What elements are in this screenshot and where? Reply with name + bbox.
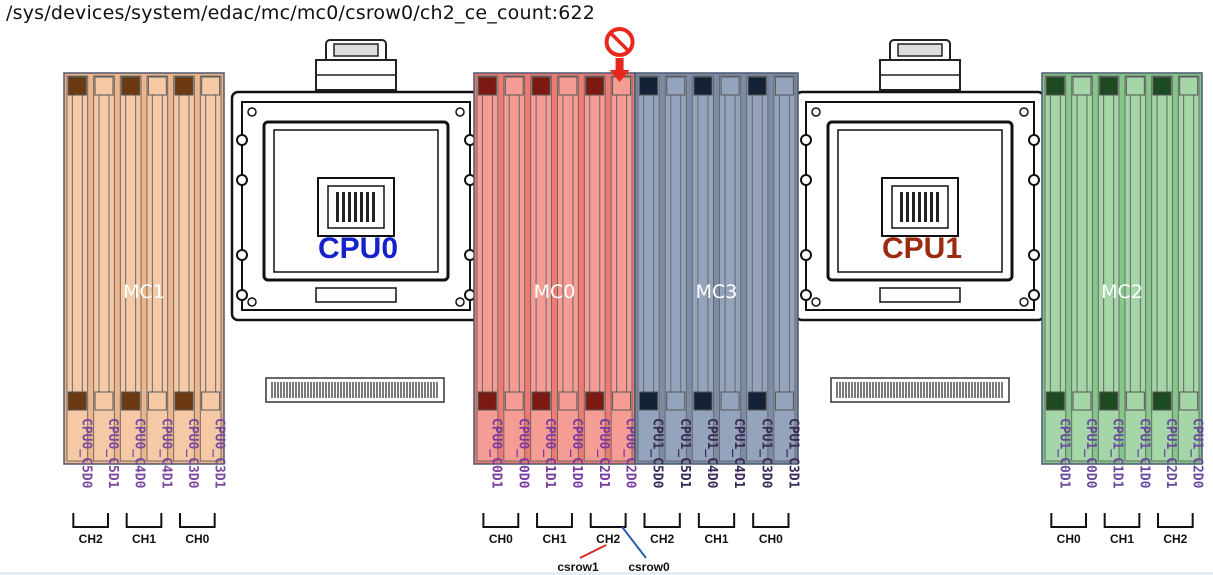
mc-label: MC1 [123, 281, 165, 303]
dimm-slot: CPU1_C5D1 [664, 75, 692, 489]
channel-label: CH0 [185, 532, 209, 546]
dimm-slot-label: CPU0_C1D1 [542, 418, 557, 489]
dimm-slot: CPU1_C4D1 [719, 75, 746, 489]
dimm-slot: CPU0_C0D1 [476, 75, 503, 489]
dimm-slot: CPU1_C0D1 [1044, 75, 1071, 489]
dimm-slot-label: CPU0_C2D1 [596, 418, 611, 489]
mc-label: MC0 [534, 281, 576, 303]
dimm-slot: CPU1_C0D0 [1071, 75, 1098, 489]
dimm-slot: CPU0_C5D0 [66, 75, 93, 489]
channel-bracket: CH2 [643, 513, 681, 546]
dimm-slot-label: CPU0_C3D1 [212, 418, 227, 489]
memory-controller-mc0: CPU0_C0D1 CPU0_C0D0 CPU0_C1D1 CPU0_C1D0 CPU0… [473, 72, 638, 546]
channel-label: CH1 [542, 532, 566, 546]
cpu0-connector [265, 377, 445, 403]
cpu-socket-0: CPU0 [230, 39, 482, 322]
dimm-slot: CPU0_C5D1 [93, 75, 120, 489]
dimm-slot: CPU0_C1D1 [530, 75, 557, 489]
mc-label: MC3 [696, 281, 738, 303]
connectors [265, 377, 1010, 403]
channel-label: CH2 [650, 532, 674, 546]
cpu-label: CPU0 [318, 232, 398, 265]
channel-bracket: CH2 [72, 513, 109, 546]
csrow-pointers: csrow1 csrow0 [557, 526, 670, 574]
memory-controller-mc2: CPU1_C0D1 CPU1_C0D0 CPU1_C1D1 CPU1_C1D0 CPU1… [1041, 72, 1205, 546]
dimm-slot-label: CPU0_C5D0 [78, 418, 93, 489]
cpu-socket-1: CPU1 [794, 39, 1046, 322]
channel-label: CH1 [704, 532, 728, 546]
channel-label: CH0 [1057, 532, 1081, 546]
channel-bracket: CH0 [482, 513, 520, 546]
dimm-slot: CPU1_C4D0 [691, 75, 719, 489]
bottom-divider [0, 572, 1213, 575]
dimm-slot-label: CPU0_C0D1 [488, 418, 503, 489]
dimm-slot: CPU0_C0D0 [503, 75, 530, 489]
dimm-slot-label: CPU0_C0D0 [515, 418, 530, 489]
dimm-slot-label: CPU1_C3D1 [785, 418, 800, 489]
dimm-slot: CPU0_C2D0 [610, 75, 638, 489]
dimm-slot: CPU1_C3D1 [773, 75, 800, 489]
dimm-slot: CPU0_C3D1 [199, 75, 227, 489]
channel-label: CH1 [132, 532, 156, 546]
channel-bracket: CH0 [179, 513, 216, 546]
channel-bracket: CH2 [589, 513, 627, 546]
memory-controllers: CPU0_C5D0 CPU0_C5D1 CPU0_C4D0 CPU0_C4D1 CPU0… [63, 72, 1205, 546]
cpu1-connector [830, 377, 1010, 403]
dimm-slot-label: CPU1_C1D1 [1110, 418, 1125, 489]
dimm-slot: CPU0_C4D0 [119, 75, 147, 489]
dimm-slot-label: CPU1_C0D1 [1056, 418, 1071, 489]
channel-label: CH2 [79, 532, 103, 546]
mc-label: MC2 [1101, 281, 1143, 303]
dimm-slot: CPU1_C2D0 [1177, 75, 1205, 489]
dimm-slot: CPU0_C4D1 [146, 75, 173, 489]
dimm-slot: CPU0_C3D0 [173, 75, 200, 489]
dimm-slot-label: CPU1_C3D0 [758, 418, 773, 489]
dimm-slot: CPU0_C2D1 [583, 75, 611, 489]
dimm-slot-label: CPU1_C2D1 [1163, 418, 1178, 489]
dimm-slot: CPU1_C3D0 [746, 75, 773, 489]
dimm-slot: CPU1_C1D0 [1124, 75, 1151, 489]
dimm-slot-label: CPU1_C5D0 [650, 418, 665, 489]
channel-bracket: CH1 [536, 513, 573, 546]
dimm-slot: CPU1_C1D1 [1097, 75, 1125, 489]
channel-bracket: CH2 [1157, 513, 1194, 546]
channel-label: CH0 [489, 532, 513, 546]
down-arrow-icon [609, 58, 630, 82]
cpu-sockets: CPU0 CPU1 [230, 39, 1046, 322]
channel-bracket: CH0 [752, 513, 790, 546]
annotations: csrow1 csrow0 [557, 27, 670, 574]
dimm-slot: CPU1_C2D1 [1151, 75, 1178, 489]
dimm-slot-label: CPU1_C5D1 [677, 418, 692, 489]
channel-bracket: CH1 [1103, 513, 1141, 546]
dimm-slot: CPU1_C5D0 [637, 75, 665, 489]
dimm-slot-label: CPU1_C0D0 [1083, 418, 1098, 489]
dimm-slot-label: CPU1_C2D0 [1190, 418, 1205, 489]
sysfs-path-title: /sys/devices/system/edac/mc/mc0/csrow0/c… [6, 2, 596, 24]
channel-label: CH1 [1110, 532, 1134, 546]
no-entry-icon [604, 27, 635, 57]
channel-bracket: CH1 [697, 513, 736, 546]
memory-controller-mc3: CPU1_C5D0 CPU1_C5D1 CPU1_C4D0 CPU1_C4D1 CPU1… [634, 72, 800, 546]
dimm-slot-label: CPU0_C3D0 [185, 418, 200, 489]
dimm-slot: CPU0_C1D0 [557, 75, 584, 489]
dimm-slot-label: CPU1_C4D0 [704, 418, 719, 489]
channel-label: CH0 [759, 532, 783, 546]
dimm-slot-label: CPU1_C1D0 [1136, 418, 1151, 489]
dimm-slot-label: CPU0_C1D0 [569, 418, 584, 489]
memory-controller-mc1: CPU0_C5D0 CPU0_C5D1 CPU0_C4D0 CPU0_C4D1 CPU0… [63, 72, 227, 546]
dimm-slot-label: CPU0_C4D0 [132, 418, 147, 489]
channel-label: CH2 [1163, 532, 1187, 546]
dimm-slot-label: CPU0_C4D1 [158, 418, 173, 489]
cpu-label: CPU1 [882, 232, 962, 265]
dimm-slot-label: CPU0_C5D1 [105, 418, 120, 489]
dimm-slot-label: CPU1_C4D1 [731, 418, 746, 489]
channel-bracket: CH1 [125, 513, 163, 546]
channel-bracket: CH0 [1050, 513, 1087, 546]
csrow0-label: csrow0 [628, 560, 670, 574]
dimm-slot-label: CPU0_C2D0 [623, 418, 638, 489]
channel-label: CH2 [596, 532, 620, 546]
csrow1-label: csrow1 [557, 560, 599, 574]
